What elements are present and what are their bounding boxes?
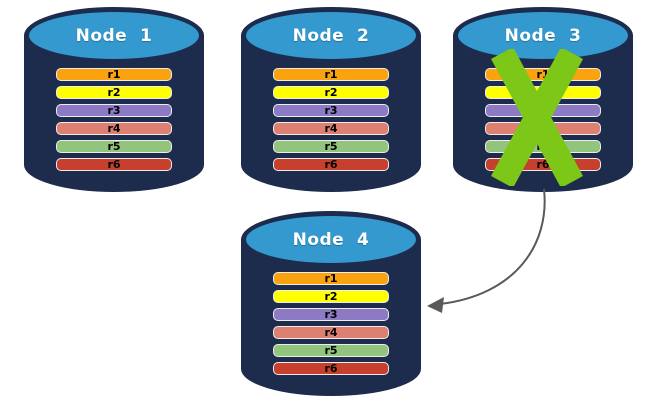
node-1-top-ellipse: Node 1 — [24, 7, 204, 64]
failure-x-icon — [491, 49, 583, 186]
node-1-partition-r2: r2 — [56, 86, 172, 99]
node-3-title: Node 3 — [504, 25, 582, 46]
node-1-partition-list: r1 r2 r3 r4 r5 r6 — [56, 68, 172, 176]
node-1-title: Node 1 — [75, 25, 153, 46]
node-4-partition-r5: r5 — [273, 344, 389, 357]
node-2-partition-r1: r1 — [273, 68, 389, 81]
node-2-partition-list: r1 r2 r3 r4 r5 r6 — [273, 68, 389, 176]
node-4-top-ellipse: Node 4 — [241, 211, 421, 268]
node-1-partition-r3: r3 — [56, 104, 172, 117]
node-4-partition-list: r1 r2 r3 r4 r5 r6 — [273, 272, 389, 380]
node-2-partition-r6: r6 — [273, 158, 389, 171]
node-2-title: Node 2 — [292, 25, 370, 46]
node-4-title: Node 4 — [292, 229, 370, 250]
database-node-2: Node 2 r1 r2 r3 r4 r5 r6 — [241, 7, 421, 192]
node-2-top-ellipse: Node 2 — [241, 7, 421, 64]
node-2-partition-r2: r2 — [273, 86, 389, 99]
node-4-partition-r3: r3 — [273, 308, 389, 321]
database-node-3: Node 3 r1 r2 r3 r4 r5 r6 — [453, 7, 633, 192]
node-4-partition-r1: r1 — [273, 272, 389, 285]
node-4-partition-r2: r2 — [273, 290, 389, 303]
node-1-partition-r1: r1 — [56, 68, 172, 81]
node-1-partition-r5: r5 — [56, 140, 172, 153]
node-2-partition-r4: r4 — [273, 122, 389, 135]
node-4-partition-r6: r6 — [273, 362, 389, 375]
node-2-partition-r5: r5 — [273, 140, 389, 153]
node-4-partition-r4: r4 — [273, 326, 389, 339]
node-1-partition-r6: r6 — [56, 158, 172, 171]
node-2-partition-r3: r3 — [273, 104, 389, 117]
database-node-1: Node 1 r1 r2 r3 r4 r5 r6 — [24, 7, 204, 192]
database-node-4: Node 4 r1 r2 r3 r4 r5 r6 — [241, 211, 421, 396]
node-3-top-ellipse: Node 3 — [453, 7, 633, 64]
node-1-partition-r4: r4 — [56, 122, 172, 135]
